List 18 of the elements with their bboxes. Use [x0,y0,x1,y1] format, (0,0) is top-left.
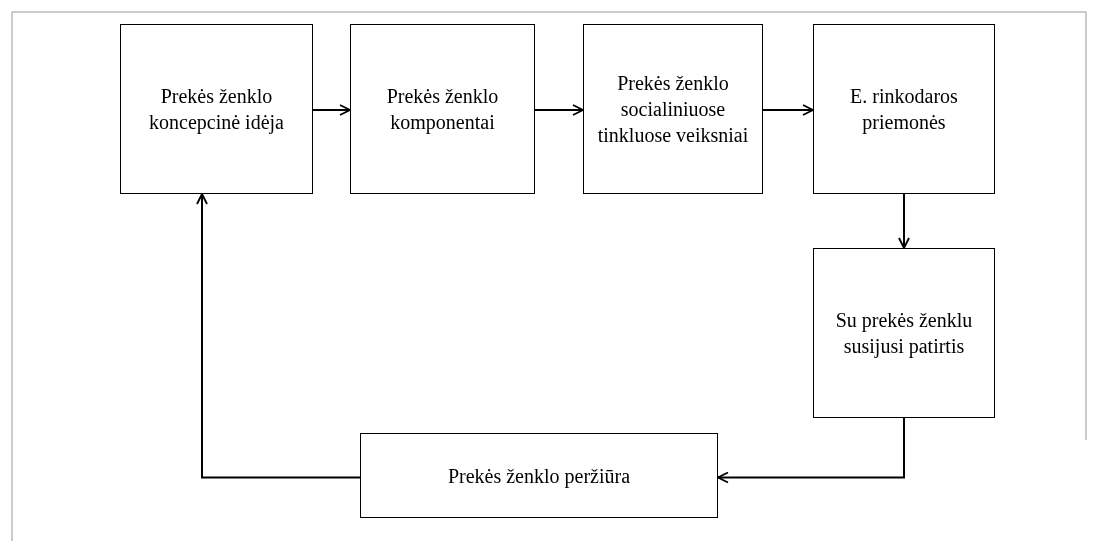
process-box [350,24,535,194]
arrow [762,104,814,116]
process-box [360,433,718,518]
box-label: Prekės ženklo socialiniuose tinkluose veiksniai [596,71,750,148]
process-box [813,24,995,194]
process-box [583,24,763,194]
process-box [813,248,995,418]
box-label: Prekės ženklo koncepcinė idėja [148,84,285,135]
arrow [312,104,351,116]
arrow [898,193,910,249]
box-label: Su prekės ženklu susijusi patirtis [834,308,974,359]
box-label: E. rinkodaros priemonės [849,84,959,135]
arrow [534,104,584,116]
process-box [120,24,313,194]
box-label: Prekės ženklo komponentai [385,84,500,135]
arrow [196,193,361,479]
box-label: Prekės ženklo peržiūra [447,463,631,489]
arrow [717,417,905,484]
